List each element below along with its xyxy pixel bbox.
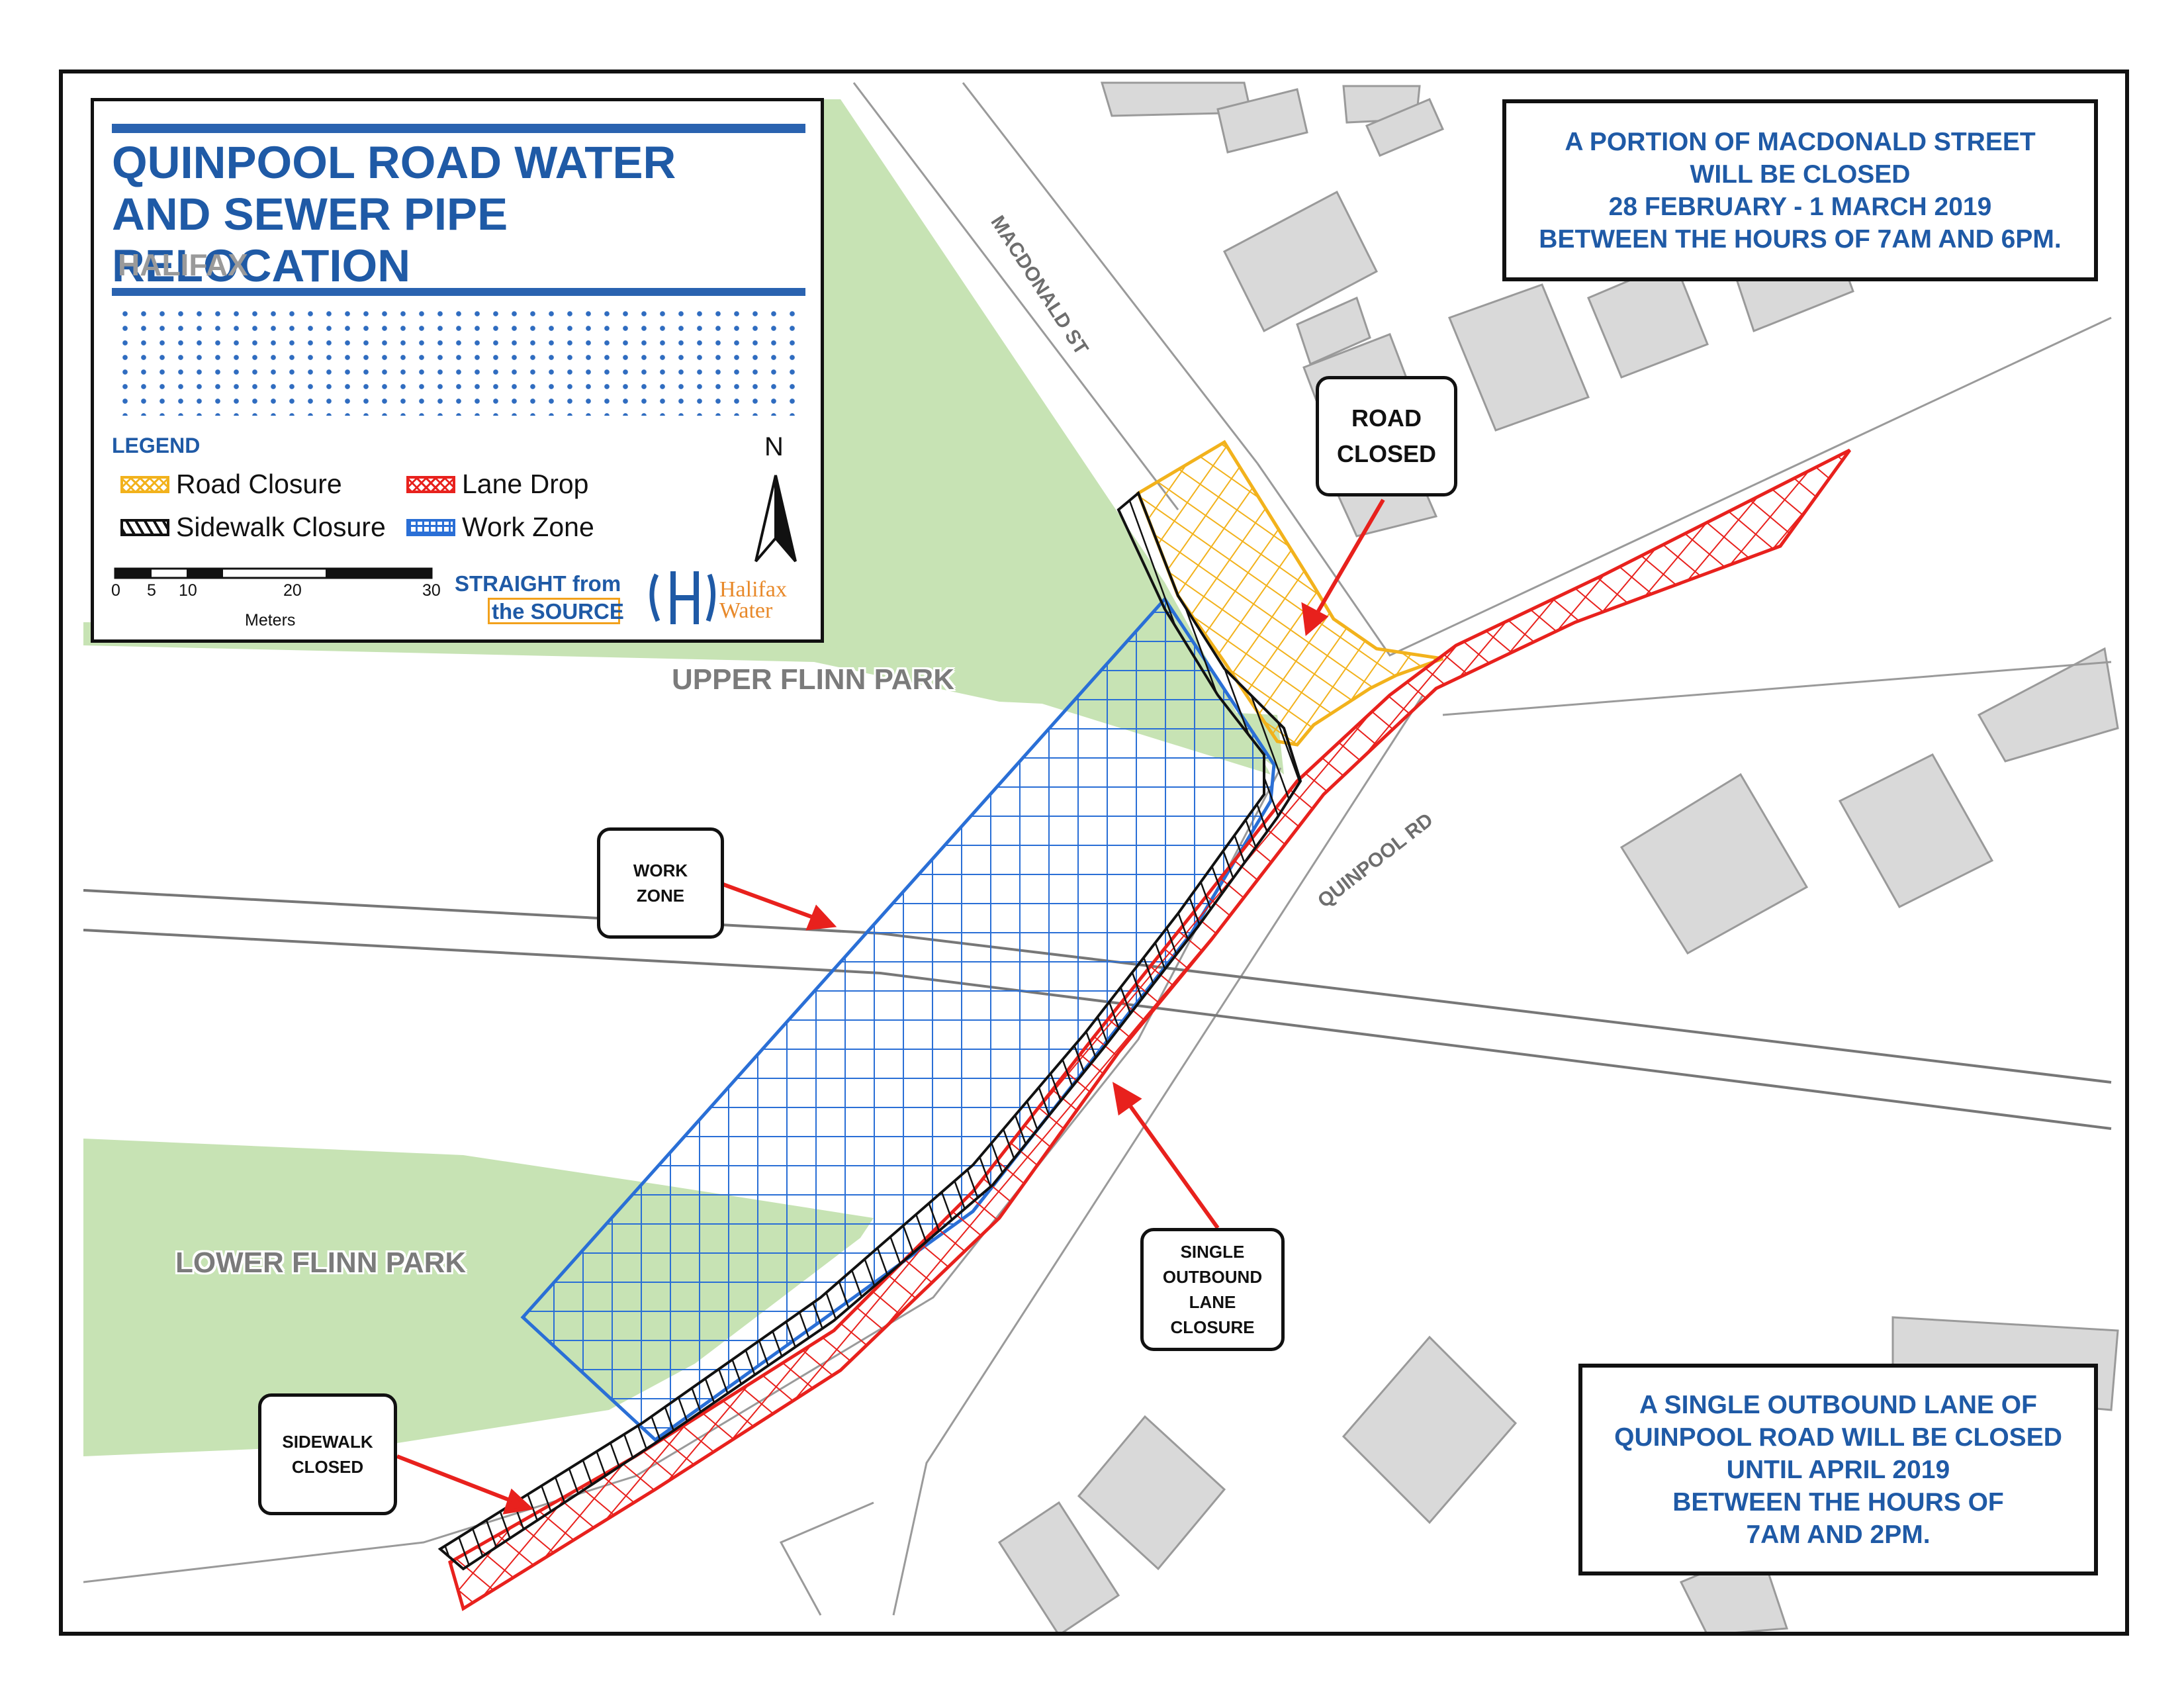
legend-item-sidewalk-closure: Sidewalk Closure xyxy=(120,512,386,543)
callout-line: SINGLE xyxy=(1180,1242,1245,1262)
legend-label: Lane Drop xyxy=(462,469,589,499)
macdonald-closure-notice: A PORTION OF MACDONALD STREET WILL BE CL… xyxy=(1502,99,2098,281)
callout-line: CLOSED xyxy=(1336,440,1436,467)
title-line-2: AND SEWER PIPE RELOCATION xyxy=(112,189,508,291)
notice-line: 7AM AND 2PM. xyxy=(1746,1520,1931,1549)
title-rule-bottom xyxy=(112,288,805,296)
scale-tick-20: 20 xyxy=(283,581,302,600)
road-closure-swatch xyxy=(120,475,169,493)
lane-drop-swatch xyxy=(406,475,455,493)
callout-line: WORK xyxy=(633,861,688,880)
scale-tick-30: 30 xyxy=(422,581,441,600)
legend-label: Road Closure xyxy=(176,469,342,499)
sidewalk-closure-swatch xyxy=(120,518,169,536)
scale-tick-5: 5 xyxy=(147,581,156,600)
callout-line: SIDEWALK xyxy=(282,1432,373,1452)
logo-water: Water xyxy=(719,598,773,623)
callout-line: ZONE xyxy=(636,886,685,906)
notice-line: A SINGLE OUTBOUND LANE OF xyxy=(1639,1390,2037,1419)
callout-arrows xyxy=(396,498,1385,1515)
scale-tick-0: 0 xyxy=(111,581,120,600)
quinpool-closure-notice: A SINGLE OUTBOUND LANE OF QUINPOOL ROAD … xyxy=(1578,1364,2098,1575)
sidewalk-closure-area xyxy=(437,491,1302,1571)
lower-flinn-park-label: LOWER FLINN PARK xyxy=(175,1246,467,1279)
title-line-1: QUINPOOL ROAD WATER xyxy=(112,137,676,188)
halifax-water-logo-text: Halifax Water xyxy=(719,579,787,622)
legend-item-lane-drop: Lane Drop xyxy=(406,469,588,500)
legend-item-road-closure: Road Closure xyxy=(120,469,342,500)
scale-tick-10: 10 xyxy=(179,581,197,600)
lane-drop-area xyxy=(448,448,1852,1611)
lane-closure-callout: SINGLE OUTBOUND LANE CLOSURE xyxy=(1140,1228,1285,1351)
north-label: N xyxy=(764,432,784,461)
map-subtitle: HALIFAX xyxy=(118,248,248,282)
notice-line: UNTIL APRIL 2019 xyxy=(1726,1455,1950,1484)
callout-line: OUTBOUND xyxy=(1162,1267,1263,1287)
straight-from-the-source-logo: STRAIGHT from the SOURCE xyxy=(455,571,627,624)
map-title: QUINPOOL ROAD WATER AND SEWER PIPE RELOC… xyxy=(112,137,813,292)
work-zone-callout: WORK ZONE xyxy=(597,827,724,939)
callout-line: LANE xyxy=(1189,1292,1236,1312)
notice-line: 28 FEBRUARY - 1 MARCH 2019 xyxy=(1608,192,1992,221)
road-closed-callout: ROAD CLOSED xyxy=(1316,376,1457,496)
upper-flinn-park-label: UPPER FLINN PARK xyxy=(672,663,954,696)
legend-label: Work Zone xyxy=(462,512,594,542)
sidewalk-closed-callout: SIDEWALK CLOSED xyxy=(258,1393,397,1515)
title-rule-top xyxy=(112,124,805,133)
road-closure-area xyxy=(1136,440,1443,747)
callout-line: CLOSED xyxy=(291,1457,364,1477)
logo-box xyxy=(488,598,620,624)
work-zone-swatch xyxy=(406,518,455,536)
notice-line: BETWEEN THE HOURS OF 7AM AND 6PM. xyxy=(1539,224,2062,254)
callout-line: CLOSURE xyxy=(1170,1317,1255,1337)
logo-line-2: the SOURCE xyxy=(492,599,624,624)
notice-line: A PORTION OF MACDONALD STREET xyxy=(1565,127,2036,156)
notice-line: QUINPOOL ROAD WILL BE CLOSED xyxy=(1614,1423,2062,1452)
legend-title: LEGEND xyxy=(112,434,201,457)
legend-item-work-zone: Work Zone xyxy=(406,512,594,543)
logo-halifax: Halifax xyxy=(719,577,787,602)
north-arrow-icon xyxy=(754,475,797,563)
logo-line-1: STRAIGHT from xyxy=(455,571,621,596)
callout-line: ROAD xyxy=(1351,404,1422,432)
title-panel: QUINPOOL ROAD WATER AND SEWER PIPE RELOC… xyxy=(91,98,824,643)
halifax-water-logo-icon xyxy=(649,571,716,624)
legend-label: Sidewalk Closure xyxy=(176,512,386,542)
notice-line: BETWEEN THE HOURS OF xyxy=(1672,1487,2004,1517)
scale-bar xyxy=(114,567,433,579)
notice-line: WILL BE CLOSED xyxy=(1690,160,1911,189)
dot-pattern-band xyxy=(116,306,807,416)
scale-unit: Meters xyxy=(245,611,296,630)
